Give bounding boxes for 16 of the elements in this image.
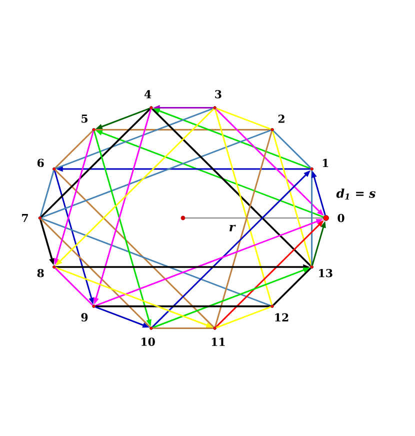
vertex-number: 6 bbox=[37, 158, 44, 168]
vertex-number: 10 bbox=[142, 338, 155, 346]
vertex-number: 2 bbox=[278, 114, 284, 123]
vertex-number: 11 bbox=[212, 338, 225, 346]
vertex-number: 7 bbox=[22, 214, 28, 222]
vertex-number: 9 bbox=[81, 313, 88, 322]
vertex-number: 5 bbox=[82, 114, 88, 123]
vertex-number: 8 bbox=[37, 268, 44, 278]
vertex-number: 3 bbox=[215, 90, 222, 98]
vertex-number: 0 bbox=[338, 214, 344, 222]
vertex-number: 12 bbox=[275, 313, 288, 322]
math-label: d$_{1}$ = s bbox=[336, 188, 376, 200]
vertex-number: 4 bbox=[144, 90, 152, 98]
vertex-number: 13 bbox=[319, 268, 332, 278]
vertex-number: 1 bbox=[322, 158, 328, 167]
math-label: r bbox=[230, 224, 236, 232]
